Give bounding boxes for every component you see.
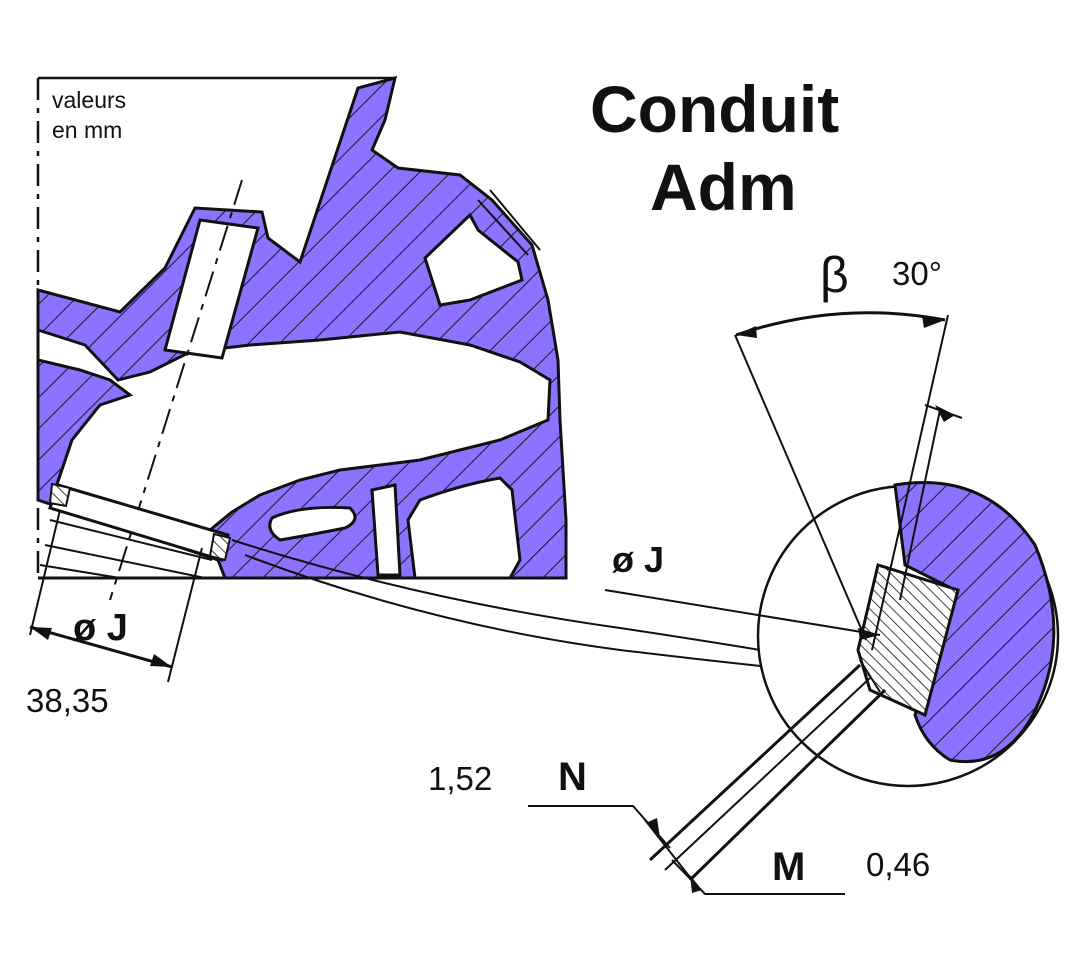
detail-valve-stem-inner: [664, 677, 871, 871]
detail-diameter-callout: ø J: [604, 539, 881, 640]
cylinder-head-section: [36, 75, 568, 601]
angle-symbol: β: [820, 247, 849, 303]
m-value: 0,46: [866, 846, 930, 883]
detail-casting: [893, 481, 1056, 764]
n-label: N: [558, 755, 587, 799]
units-note-line2: en mm: [52, 117, 122, 143]
n-value: 1,52: [428, 760, 492, 797]
upper-pocket: [423, 212, 524, 307]
detail-diameter-label: ø J: [612, 539, 664, 580]
n-m-dimensions: N 1,52 M 0,46: [428, 755, 930, 895]
valve-guide: [163, 218, 260, 360]
angle-beta-dimension: β 30°: [734, 247, 963, 651]
valve-seat-ring-right: [208, 532, 232, 562]
angle-value: 30°: [892, 255, 942, 292]
seat-diameter-label: ø J: [73, 607, 128, 649]
valve-seat-ring-left: [48, 482, 72, 508]
m-label: M: [772, 845, 805, 889]
seat-detail-view: [648, 481, 1060, 882]
seat-diameter-dimension: ø J 38,35: [26, 509, 203, 719]
valve-axis: [109, 179, 243, 601]
upper-pocket-edge: [477, 189, 541, 256]
water-jacket-pocket: [268, 505, 357, 542]
units-note-line1: valeurs: [52, 87, 126, 113]
diagram-title-line2: Adm: [650, 150, 797, 224]
intake-port-channel: [36, 327, 552, 532]
detail-leader: [231, 539, 781, 669]
diagram-title-line1: Conduit: [590, 72, 839, 146]
valve-head-lines: [39, 519, 213, 579]
detail-valve-stem: [648, 663, 887, 882]
seat-diameter-value: 38,35: [26, 682, 109, 719]
water-jacket-pocket: [370, 483, 402, 577]
